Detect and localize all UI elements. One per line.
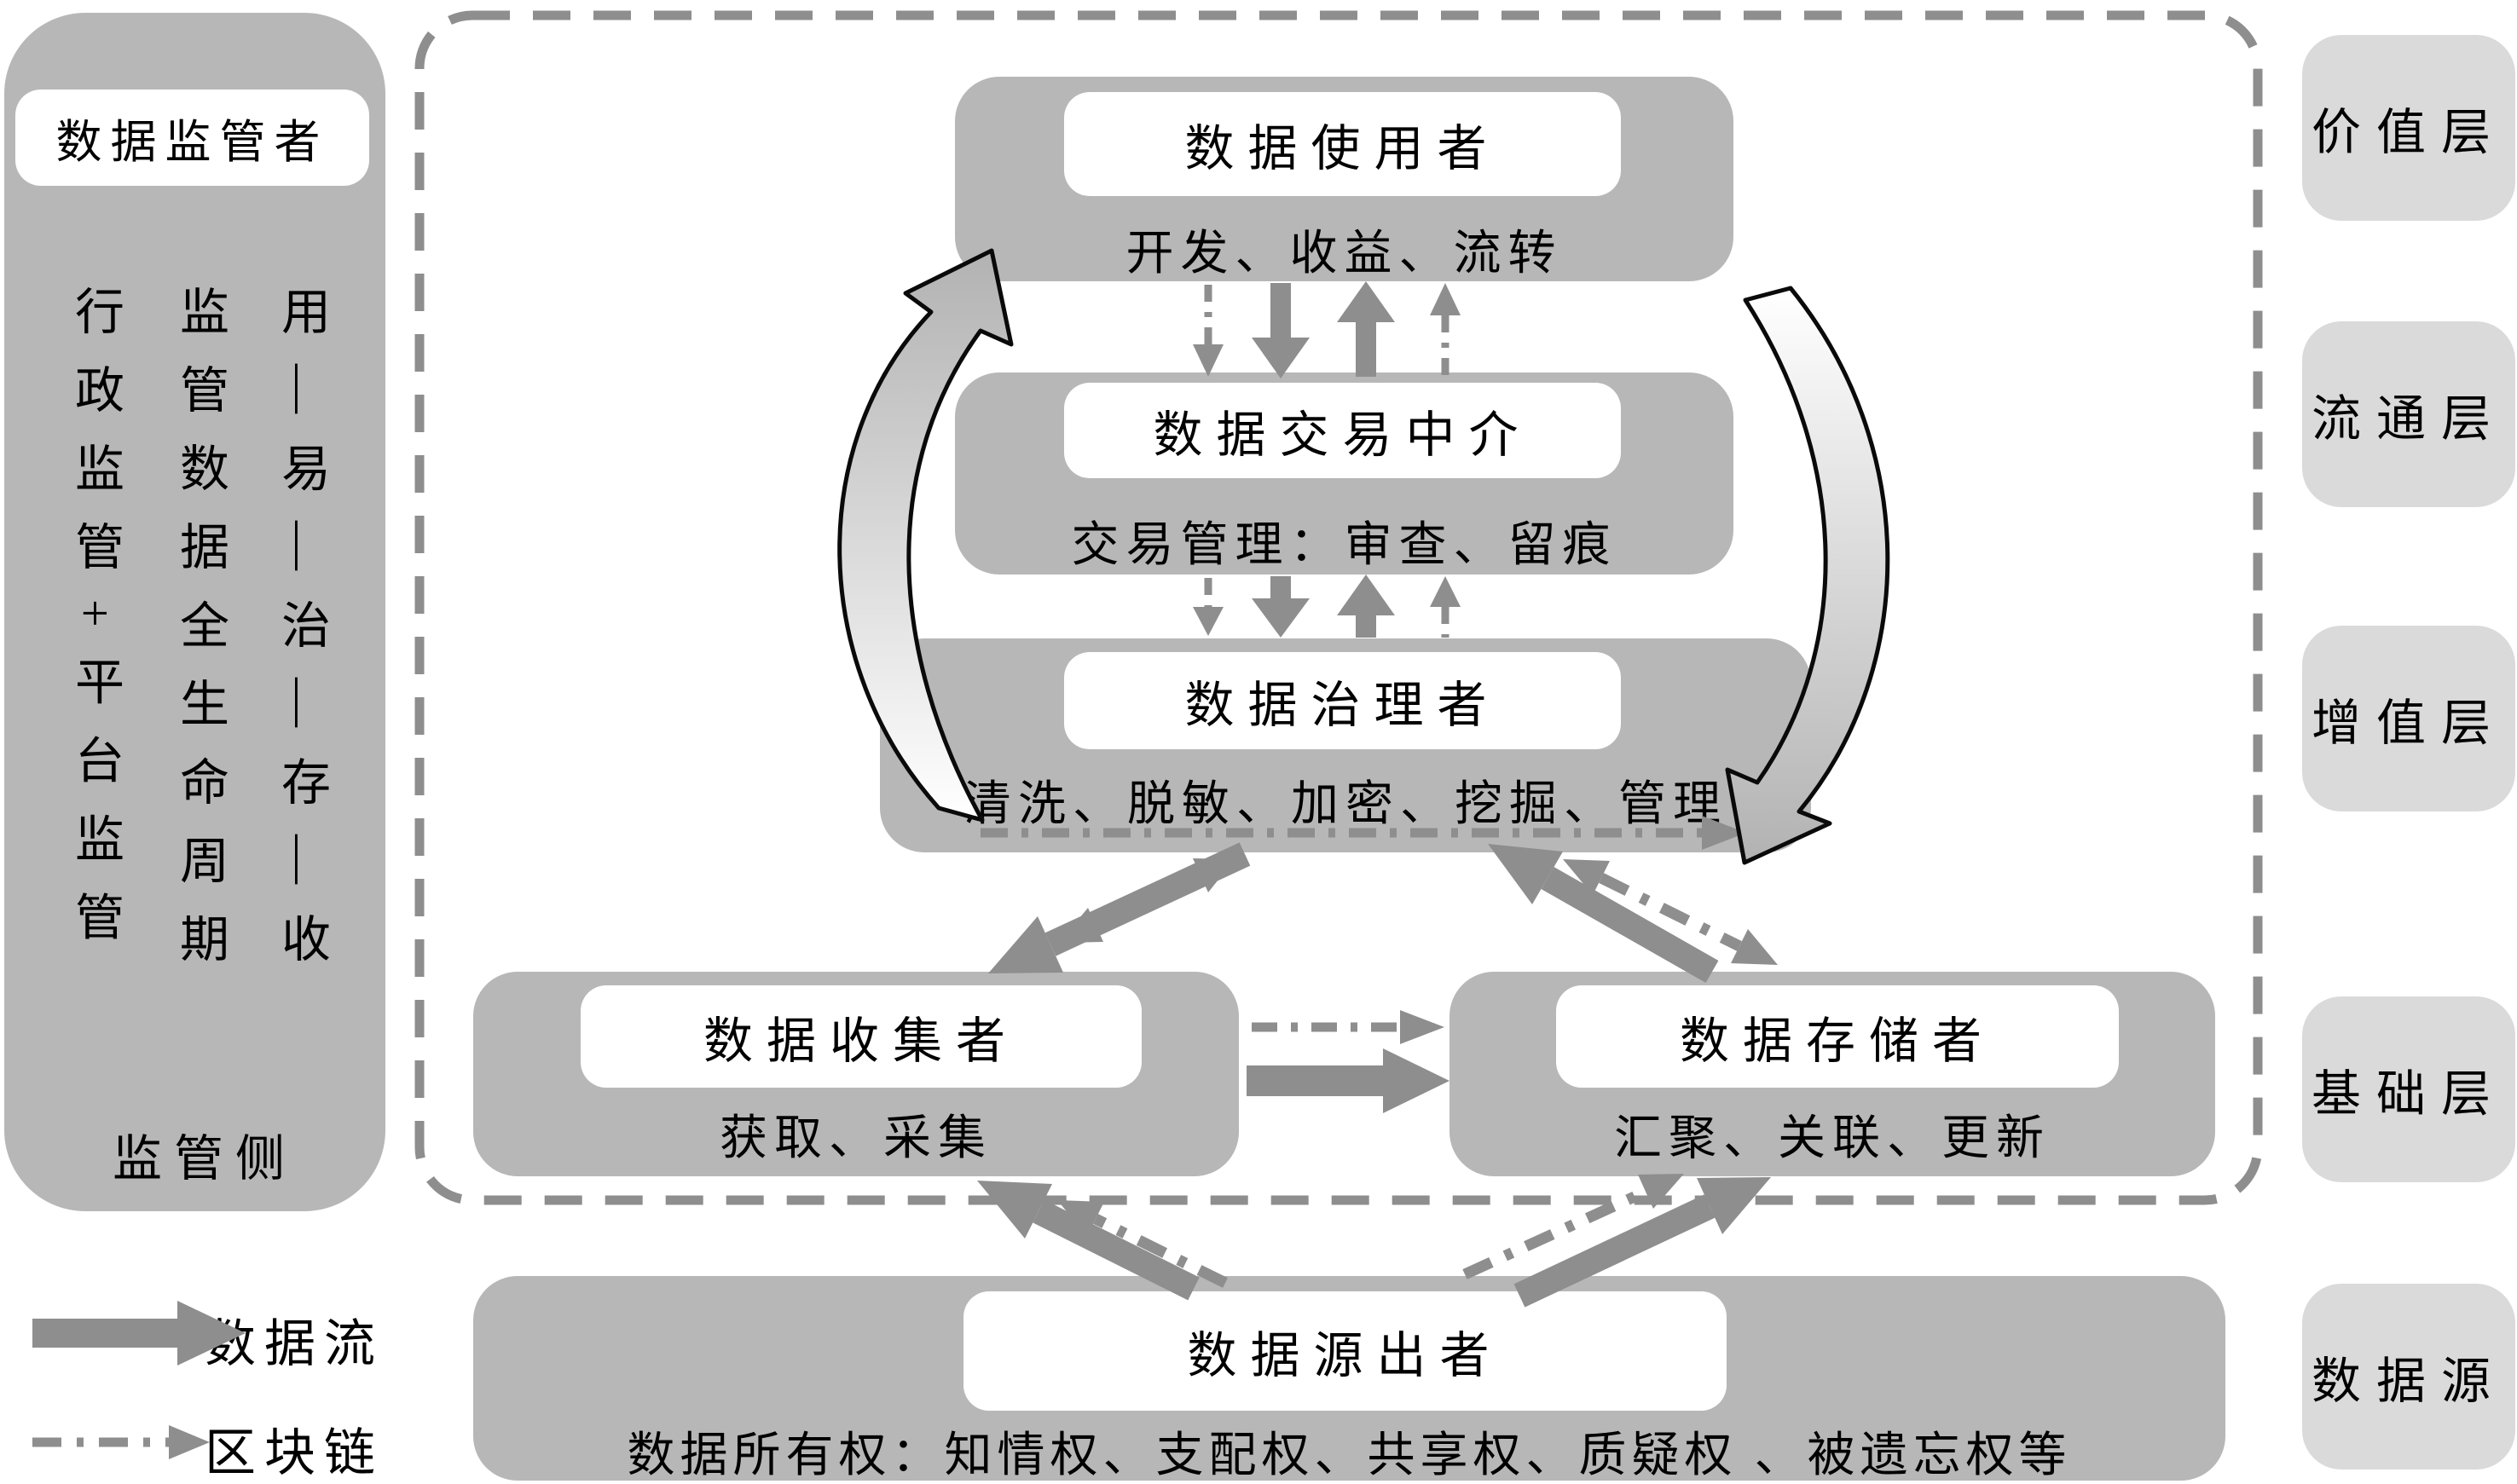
data-flow-arrow-up-left [977,1181,1200,1301]
data-storer-subtitle: 汇聚、关联、更新 [1614,1112,2051,1165]
data-flow-up-arrow [1337,575,1395,638]
data-flow-arrow-to-collector [988,842,1251,973]
blockchain-arrow-right [1252,1010,1444,1044]
blockchain-arrow-collector-governor [1059,858,1235,943]
legend-blockchain-label: 区块链 [205,1425,384,1481]
layer-value-label: 价值层 [2311,105,2506,160]
regulator-title: 数据监管者 [55,117,329,168]
governor-collector-arrows [988,842,1251,973]
data-user-subtitle: 开发、收益、流转 [1125,228,1563,280]
blockchain-arrow-up-right [1462,1174,1684,1279]
data-flow-down-arrow [1252,283,1310,378]
broker-governor-connectors [1193,575,1461,638]
legend-blockchain-arrow [32,1425,210,1459]
layer-circulation: 流通层 [2302,321,2515,507]
data-governor-title-box: 数据治理者 [1064,652,1621,749]
data-collector-subtitle: 获取、采集 [720,1112,992,1165]
regulator-column-phases: 用—易—治—存—收 [274,286,329,991]
user-broker-connectors [1193,281,1461,378]
blockchain-up-arrow [1430,283,1461,375]
data-user-title-box: 数据使用者 [1064,92,1621,196]
data-originator-title: 数据源出者 [1187,1328,1503,1383]
data-collector-title: 数据收集者 [703,1013,1019,1069]
data-collector-title-box: 数据收集者 [581,985,1142,1088]
data-broker-subtitle: 交易管理：审查、留痕 [1071,519,1617,572]
data-originator-title-box: 数据源出者 [963,1291,1727,1411]
regulator-panel [4,13,385,1211]
legend-data-flow-label: 数据流 [205,1316,384,1372]
collector-storer-arrows [1247,1010,1449,1113]
blockchain-up-arrow [1430,576,1461,638]
regulator-column-lifecycle: 监管数据全生命周期 [172,286,228,991]
governor-storer-arrows [1488,844,1778,984]
blockchain-down-arrow [1193,285,1224,377]
data-broker-title-box: 数据交易中介 [1064,383,1621,478]
data-storer-title: 数据存储者 [1679,1013,1995,1069]
layer-data-source-label: 数据源 [2311,1354,2506,1409]
blockchain-arrow-governor-storer [1563,859,1778,965]
layer-value: 价值层 [2302,35,2515,221]
data-flow-up-arrow [1337,281,1395,377]
blockchain-arrow-up-left [1057,1200,1228,1288]
data-originator-subtitle: 数据所有权：知情权、支配权、共享权、质疑权 、被遗忘权等 [627,1429,2072,1482]
data-user-title: 数据使用者 [1184,121,1501,176]
blockchain-down-arrow [1193,578,1224,636]
layer-foundation-label: 基础层 [2311,1066,2506,1122]
data-broker-title: 数据交易中介 [1153,407,1532,463]
layer-value-added: 增值层 [2302,626,2515,811]
layer-value-added-label: 增值层 [2311,696,2506,751]
layer-circulation-label: 流通层 [2311,391,2506,447]
data-flow-arrow-right [1247,1048,1449,1113]
originator-collector-arrows [977,1181,1228,1301]
data-flow-arrow-to-governor [1488,844,1719,984]
layer-data-source: 数据源 [2302,1284,2515,1470]
data-flow-down-arrow [1252,576,1310,638]
regulator-column-admin: 行政监管+平台监管 [67,286,123,970]
regulator-title-box: 数据监管者 [15,90,369,186]
data-governor-title: 数据治理者 [1184,678,1501,733]
data-governor-subtitle: 清洗、脱敏、加密、挖掘、管理 [963,778,1727,831]
data-storer-title-box: 数据存储者 [1556,985,2119,1088]
regulator-footer: 监管侧 [112,1131,297,1187]
layer-foundation: 基础层 [2302,996,2515,1182]
